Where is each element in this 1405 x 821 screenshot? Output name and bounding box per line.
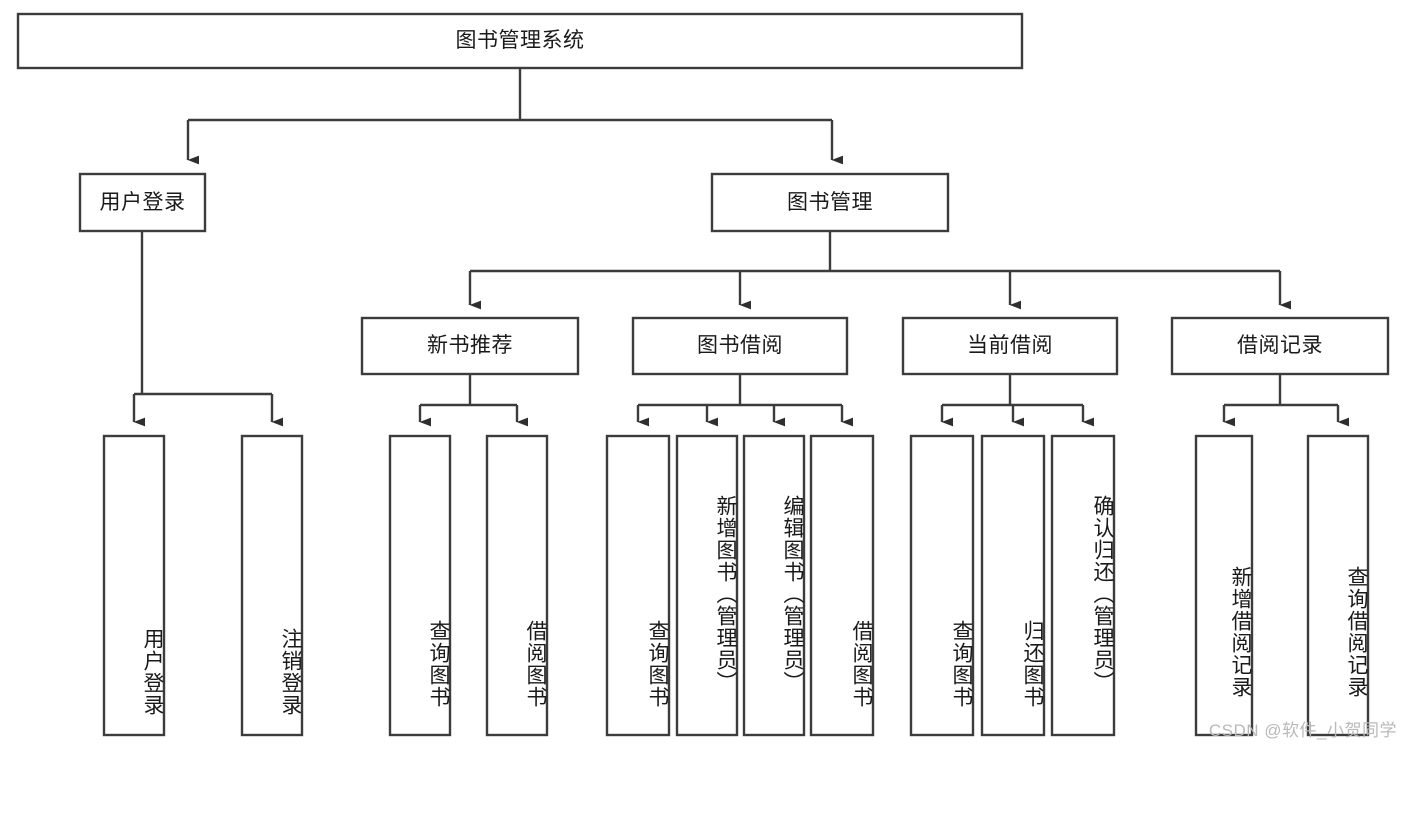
node-box-leaf-confirm-return-admin[interactable] <box>1050 434 1116 737</box>
node-box-leaf-edit-book-admin[interactable] <box>742 434 806 737</box>
connector-new-book-recommend-to-leaves <box>418 374 529 427</box>
node-box-leaf-add-borrow-record[interactable] <box>1194 434 1254 737</box>
connector-book-borrow-to-leaves <box>636 374 854 427</box>
connector-current-borrow-to-leaves <box>940 374 1095 427</box>
connector-book-management-to-level3 <box>468 231 1292 310</box>
node-box-leaf-add-book-admin[interactable] <box>675 434 739 737</box>
node-box-leaf-user-logout[interactable] <box>240 434 304 737</box>
node-box-user-login[interactable] <box>78 172 207 233</box>
connector-root-to-level2 <box>186 68 844 165</box>
flow-connectors-and-boxes <box>16 12 1390 737</box>
node-box-current-borrow[interactable] <box>901 316 1119 376</box>
node-box-leaf-borrow-book[interactable] <box>809 434 875 737</box>
node-box-leaf-borrow-book-recommend[interactable] <box>485 434 549 737</box>
node-box-leaf-user-login[interactable] <box>102 434 166 737</box>
node-box-borrow-records[interactable] <box>1170 316 1390 376</box>
node-box-leaf-query-book-current[interactable] <box>909 434 975 737</box>
node-box-book-management[interactable] <box>710 172 950 233</box>
connector-borrow-records-to-leaves <box>1222 374 1350 427</box>
node-box-book-borrow[interactable] <box>631 316 849 376</box>
node-box-leaf-query-borrow-record[interactable] <box>1306 434 1370 737</box>
node-box-root[interactable] <box>16 12 1024 70</box>
node-box-new-book-recommend[interactable] <box>360 316 580 376</box>
diagram-canvas: 图书管理系统 用户登录 图书管理 新书推荐 图书借阅 当前借阅 借阅记录 用户登… <box>16 12 1397 740</box>
node-box-leaf-return-book[interactable] <box>980 434 1046 737</box>
connector-user-login-to-leaves <box>132 231 284 427</box>
node-box-leaf-query-book-recommend[interactable] <box>388 434 452 737</box>
node-box-leaf-query-book-borrow[interactable] <box>605 434 671 737</box>
